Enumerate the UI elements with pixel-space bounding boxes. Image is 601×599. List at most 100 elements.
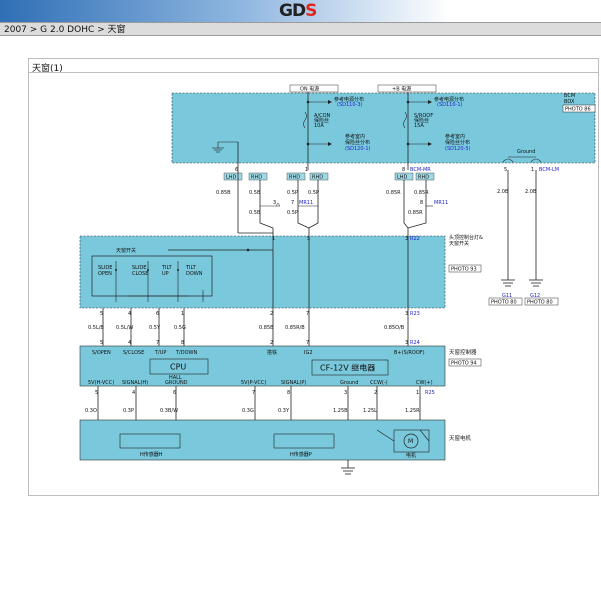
logo-accent-text: S (305, 1, 317, 21)
bcm-pin-5: 5 (504, 167, 507, 173)
g11-label[interactable]: G11 (502, 293, 512, 299)
controller-label: 天窗控制器 (449, 348, 477, 356)
tilt-down-1: TILT (185, 265, 197, 271)
switch-label-2: 天窗开关 (449, 240, 469, 247)
pin-7: 7 (291, 200, 294, 206)
bcm-pin-6: 6 (235, 167, 238, 173)
switch-photo[interactable]: PHOTO 93 (451, 267, 477, 273)
tag-rhd-3-text: RHD (312, 175, 323, 181)
tilt-up-1: TILT (161, 265, 173, 271)
ctrl-pin-8: 8 (181, 340, 184, 346)
switch-label-1: 头顶控制台灯& (449, 234, 483, 241)
fuse2-line3: 15A (414, 123, 424, 129)
logo-text: GD (279, 1, 306, 21)
ctrl-bot-label-6: CCW(-) (370, 380, 388, 386)
bcm-photo-box (562, 104, 596, 113)
sw-bottom-pin-2: 2 (270, 311, 273, 317)
controller-photo-box (448, 358, 482, 367)
low-wire-4: 0.3G (242, 408, 254, 414)
sw-bottom-pin-3: 3 (405, 311, 408, 317)
ref3-code[interactable]: (SD120-1) (345, 146, 371, 152)
ctrl-label-sopen: S/OPEN (92, 350, 111, 356)
on-power-box (289, 84, 339, 93)
ctrl-label-ground: 搭铁 (267, 349, 277, 356)
bcm-photo[interactable]: PHOTO 86 (565, 107, 591, 113)
sw-bottom-pin-4: 4 (128, 311, 131, 317)
ref1-code[interactable]: (SD110-3) (337, 102, 363, 108)
ctrl-pin-7: 7 (156, 340, 159, 346)
mid-wire-5: 0.85B (259, 325, 274, 331)
g12-photo[interactable]: PHOTO 80 (527, 300, 553, 306)
ctrl-pin-3: 3 (405, 340, 408, 346)
slide-close-2: CLOSE (132, 271, 148, 277)
r24-connector[interactable]: R24 (410, 340, 420, 346)
motor-letter: M (408, 438, 413, 445)
sw-bottom-pin-1: 1 (181, 311, 184, 317)
slide-open-2: OPEN (98, 271, 112, 277)
g12-label[interactable]: G12 (530, 293, 540, 299)
fuse1-line3: 10A (314, 123, 324, 129)
wire-05p-1: 0.5P (287, 190, 298, 196)
cpu-box (149, 358, 209, 375)
low-wire-6: 1.25B (333, 408, 348, 414)
low-wire-3: 0.3B/W (160, 408, 178, 414)
tag-rhd-1 (248, 172, 268, 181)
ctrl-bpin-1: 1 (416, 390, 419, 396)
wire-05p-2: 0.5P (308, 190, 319, 196)
ref4-code[interactable]: (SD120-5) (445, 146, 471, 152)
motor-icon (403, 433, 419, 449)
hall-sensor-h-label: H传感器H (140, 451, 163, 458)
bcm-mr-connector[interactable]: BCM-MR (410, 167, 431, 173)
mr11-connector-b[interactable]: MR11 (434, 200, 448, 206)
switch-name: 天窗开关 (116, 247, 136, 254)
sw-bottom-pin-6: 6 (156, 311, 159, 317)
ground-g11-symbol (501, 279, 515, 287)
title-divider (29, 72, 598, 73)
hall-ground-2: GROUND (165, 380, 188, 386)
low-wire-5: 0.3Y (278, 408, 290, 414)
r22-connector[interactable]: R22 (410, 236, 420, 242)
controller-photo[interactable]: PHOTO 94 (451, 361, 477, 367)
section-title: 天窗(1) (32, 64, 63, 74)
low-wire-7: 1.25L (363, 408, 377, 414)
wiring-diagram: BCM BOX PHOTO 86 ON 电源 +B 电源 参考电源分布 (SD1… (79, 84, 596, 475)
tag-rhd-3 (309, 172, 329, 181)
ctrl-label-bplus: B+(S/ROOF) (394, 350, 425, 356)
tag-lhd-1 (223, 172, 243, 181)
ctrl-label-tup: T/UP (154, 350, 166, 356)
ref2-code[interactable]: (SD110-1) (437, 102, 463, 108)
ctrl-pin-4: 4 (128, 340, 131, 346)
tilt-down-2: DOWN (186, 271, 203, 277)
hall-sensor-h-box (119, 433, 181, 449)
switch-pin-5: 5 (307, 236, 310, 242)
tag-lhd-1-text: LHD (226, 175, 237, 181)
slide-close-1: SLIDE (132, 265, 146, 271)
motor-name: 电机 (406, 452, 416, 459)
ctrl-pin-5: 5 (100, 340, 103, 346)
pin-8b: 8 (420, 200, 423, 206)
tag-rhd-2-text: RHD (289, 175, 300, 181)
ctrl-bpin-6: 6 (173, 390, 176, 396)
r25-connector[interactable]: R25 (425, 390, 435, 396)
bcm-lm-connector[interactable]: BCM-LM (539, 167, 559, 173)
ctrl-bot-label-1: 5V(H-VCC) (88, 380, 114, 386)
ctrl-bpin-7: 7 (252, 390, 255, 396)
hall-sensor-p-label: H传感器P (290, 451, 312, 458)
wire-20b-1: 2.0B (497, 189, 509, 195)
mid-wire-1: 0.5L/B (88, 325, 104, 331)
mid-wire-4: 0.5G (174, 325, 186, 331)
b-power-label: +B 电源 (392, 86, 411, 93)
r23-connector[interactable]: R23 (410, 311, 420, 317)
breadcrumb[interactable]: 2007 > G 2.0 DOHC > 天窗 (0, 22, 601, 36)
ground-symbol-bottom (341, 467, 355, 475)
mr11-connector-a[interactable]: MR11 (299, 200, 313, 206)
gds-logo: GDS (279, 1, 323, 21)
ctrl-bot-label-5: Ground (340, 380, 358, 386)
fuse1-line2: 保险丝 (314, 117, 329, 124)
ctrl-bot-label-3: 5V(P-VCC) (241, 380, 266, 386)
ref3-line1: 参考室内 (345, 133, 365, 140)
acon-fuse (303, 111, 307, 129)
g11-photo[interactable]: PHOTO 80 (491, 300, 517, 306)
switch-photo-box (448, 264, 482, 273)
sw-bottom-pin-7: 7 (306, 311, 309, 317)
